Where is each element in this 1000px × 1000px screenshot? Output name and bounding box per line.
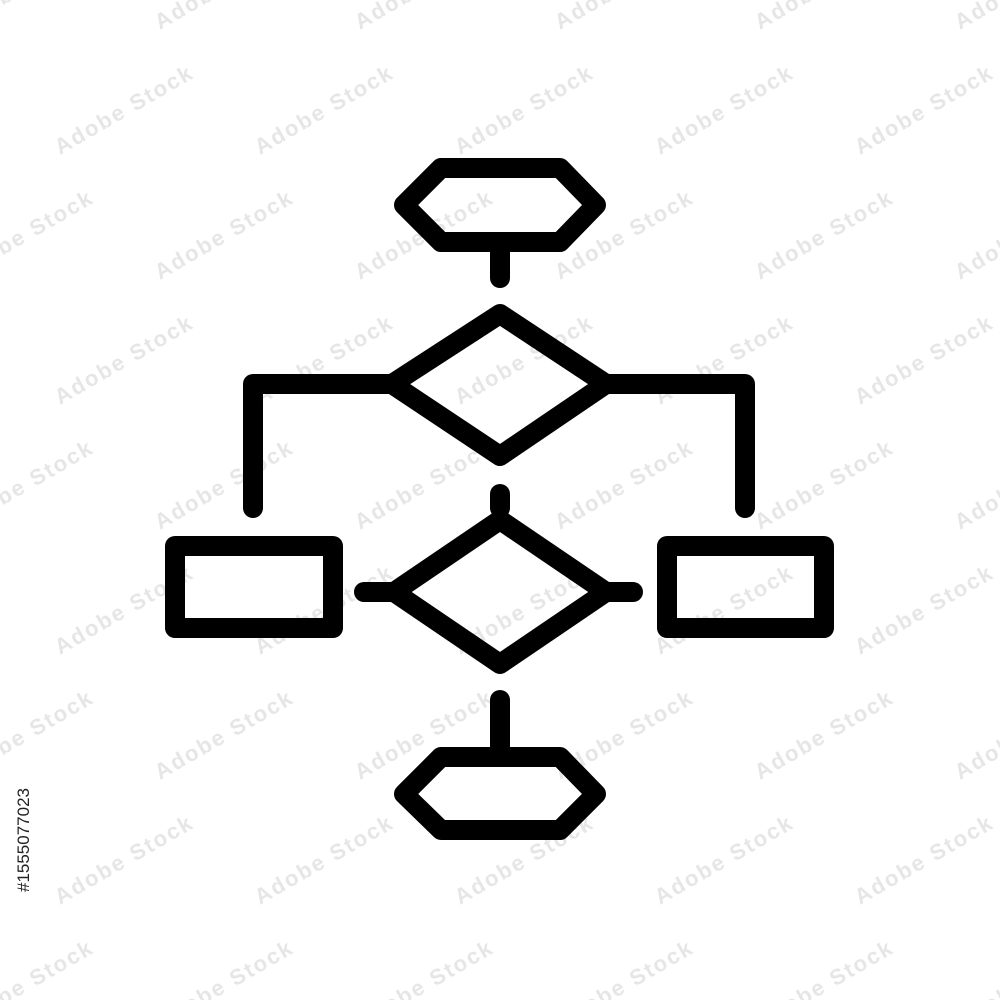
watermark-tile: Adobe Stock xyxy=(350,0,498,34)
watermark-tile: Adobe Stock xyxy=(850,59,998,159)
watermark-tile: Adobe Stock xyxy=(250,309,398,409)
decision-diamond-1 xyxy=(382,304,616,466)
watermark-tile: Adobe Stock xyxy=(250,809,398,909)
watermark-tile: Adobe Stock xyxy=(0,934,98,1000)
watermark-tile: Adobe Stock xyxy=(550,434,698,534)
watermark-tile: Adobe Stock xyxy=(150,434,298,534)
watermark-tile: Adobe Stock xyxy=(950,184,1000,284)
watermark-tile: Adobe Stock xyxy=(0,434,98,534)
watermark-tile: Adobe Stock xyxy=(150,684,298,784)
watermark-tile: Adobe Stock xyxy=(950,0,1000,34)
watermark-tile: Adobe Stock xyxy=(150,184,298,284)
watermark-tile: Adobe Stock xyxy=(750,184,898,284)
watermark-tile: Adobe Stock xyxy=(750,0,898,34)
watermark-tile: Adobe Stock xyxy=(50,309,198,409)
decision-diamond-2 xyxy=(384,510,616,674)
watermark-tile: Adobe Stock xyxy=(550,934,698,1000)
watermark-tile: Adobe Stock xyxy=(950,434,1000,534)
watermark-tile: Adobe Stock xyxy=(650,309,798,409)
watermark-tile: Adobe Stock xyxy=(950,934,1000,1000)
start-hexagon xyxy=(394,158,606,252)
watermark-tile: Adobe Stock xyxy=(150,934,298,1000)
watermark-tile: Adobe Stock xyxy=(50,59,198,159)
end-hexagon xyxy=(394,747,606,840)
watermark-tile: Adobe Stock xyxy=(750,434,898,534)
watermark-tile: Adobe Stock xyxy=(150,0,298,34)
watermark-tile: Adobe Stock xyxy=(850,309,998,409)
watermark-tile: Adobe Stock xyxy=(350,934,498,1000)
watermark-tile: Adobe Stock xyxy=(0,0,98,34)
watermark-tile: Adobe Stock xyxy=(250,59,398,159)
stock-id-text: #1555077023 xyxy=(14,787,34,893)
stock-id-label: #1555077023 xyxy=(8,760,40,920)
watermark-tile: Adobe Stock xyxy=(550,0,698,34)
process-rectangle-left xyxy=(165,536,343,638)
watermark-tile: Adobe Stock xyxy=(650,809,798,909)
watermark-tile: Adobe Stock xyxy=(750,684,898,784)
watermark-tile: Adobe Stock xyxy=(850,559,998,659)
flowchart-shapes xyxy=(165,158,834,840)
watermark-tile: Adobe Stock xyxy=(650,59,798,159)
left-branch-connector xyxy=(243,374,402,518)
right-branch-connector xyxy=(596,374,755,518)
process-rectangle-right xyxy=(657,536,834,638)
watermark-tile: Adobe Stock xyxy=(50,809,198,909)
watermark-tile: Adobe Stock xyxy=(950,684,1000,784)
watermark-tile: Adobe Stock xyxy=(750,934,898,1000)
watermark-tile: Adobe Stock xyxy=(0,184,98,284)
watermark-tile: Adobe Stock xyxy=(850,809,998,909)
watermark-tile: Adobe Stock xyxy=(450,59,598,159)
